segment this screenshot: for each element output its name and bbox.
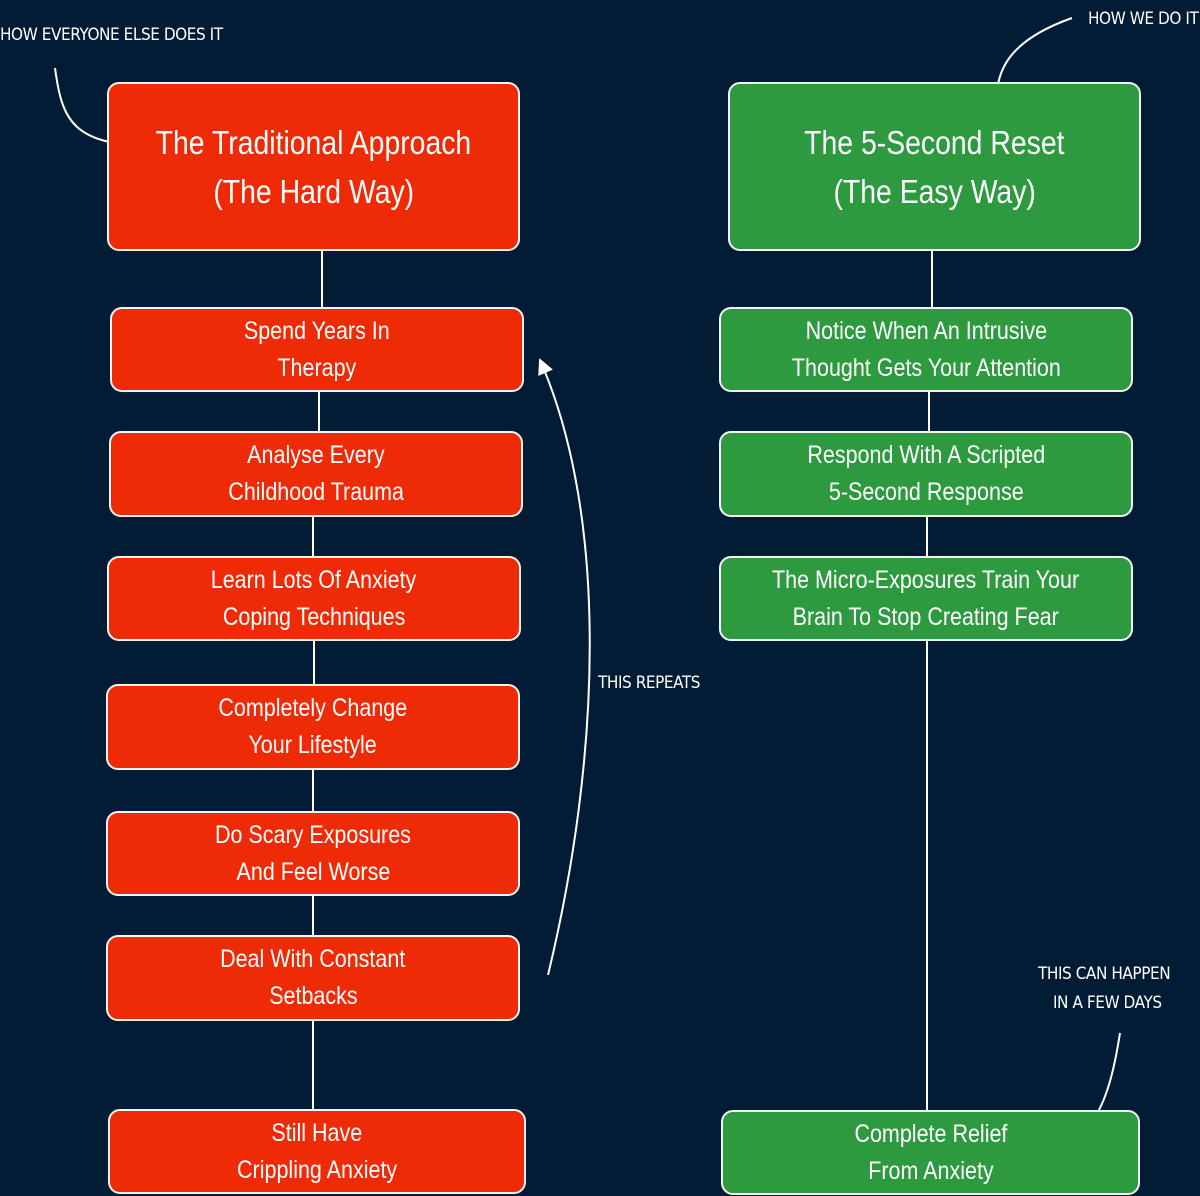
- traditional-step-6: Deal With Constant Setbacks: [106, 935, 520, 1021]
- how-we-do-it-note: HOW WE DO IT: [1088, 9, 1199, 29]
- step-text-line1: Still Have: [271, 1118, 363, 1147]
- reset-approach-header: The 5-Second Reset (The Easy Way): [728, 82, 1141, 251]
- repeat-arrow: [538, 358, 591, 976]
- step-text-line2: Childhood Trauma: [228, 478, 404, 506]
- step-text-line1: Learn Lots Of Anxiety: [211, 565, 417, 594]
- traditional-title-line1: The Traditional Approach: [155, 123, 472, 161]
- traditional-step-4: Completely Change Your Lifestyle: [106, 684, 520, 770]
- step-text-line1: Respond With A Scripted: [807, 441, 1045, 469]
- step-text-line1: The Micro-Exposures Train Your: [772, 565, 1080, 594]
- reset-outcome: Complete Relief From Anxiety: [721, 1110, 1140, 1195]
- how-everyone-else-note: HOW EVERYONE ELSE DOES IT: [0, 25, 223, 45]
- step-text-line1: Deal With Constant: [220, 945, 406, 973]
- step-text-line1: Notice When An Intrusive: [805, 316, 1047, 345]
- step-text-line1: Spend Years In: [244, 316, 390, 345]
- step-text-line2: Coping Techniques: [222, 602, 406, 631]
- step-text-line2: And Feel Worse: [236, 857, 390, 886]
- step-text-line1: Do Scary Exposures: [215, 820, 411, 849]
- reset-step-1: Notice When An Intrusive Thought Gets Yo…: [719, 307, 1133, 392]
- step-text-line2: Thought Gets Your Attention: [791, 353, 1061, 382]
- reset-title-line1: The 5-Second Reset: [804, 123, 1065, 161]
- step-text-line2: Therapy: [277, 353, 357, 382]
- traditional-title-line2: (The Hard Way): [213, 172, 414, 210]
- step-text-line2: Brain To Stop Creating Fear: [792, 602, 1060, 631]
- step-text-line2: Your Lifestyle: [248, 731, 378, 759]
- step-text-line2: Crippling Anxiety: [236, 1155, 398, 1184]
- reset-title-line2: (The Easy Way): [833, 172, 1036, 210]
- step-text-line1: Analyse Every: [247, 441, 385, 469]
- reset-step-3: The Micro-Exposures Train Your Brain To …: [719, 556, 1133, 641]
- traditional-step-1: Spend Years In Therapy: [110, 307, 524, 392]
- traditional-step-3: Learn Lots Of Anxiety Coping Techniques: [107, 556, 521, 641]
- reset-step-2: Respond With A Scripted 5-Second Respons…: [719, 431, 1133, 517]
- step-text-line1: Completely Change: [218, 694, 408, 722]
- this-repeats-note: THIS REPEATS: [598, 673, 701, 693]
- traditional-outcome: Still Have Crippling Anxiety: [108, 1109, 526, 1194]
- this-can-happen-note-line1: THIS CAN HAPPEN: [1038, 964, 1171, 984]
- step-text-line2: 5-Second Response: [828, 478, 1024, 506]
- traditional-step-5: Do Scary Exposures And Feel Worse: [106, 811, 520, 896]
- traditional-approach-header: The Traditional Approach (The Hard Way): [107, 82, 520, 251]
- step-text-line2: From Anxiety: [867, 1156, 994, 1185]
- this-can-happen-note-line2: IN A FEW DAYS: [1053, 993, 1162, 1013]
- step-text-line1: Complete Relief: [854, 1119, 1007, 1148]
- step-text-line2: Setbacks: [268, 982, 358, 1010]
- traditional-step-2: Analyse Every Childhood Trauma: [109, 431, 523, 517]
